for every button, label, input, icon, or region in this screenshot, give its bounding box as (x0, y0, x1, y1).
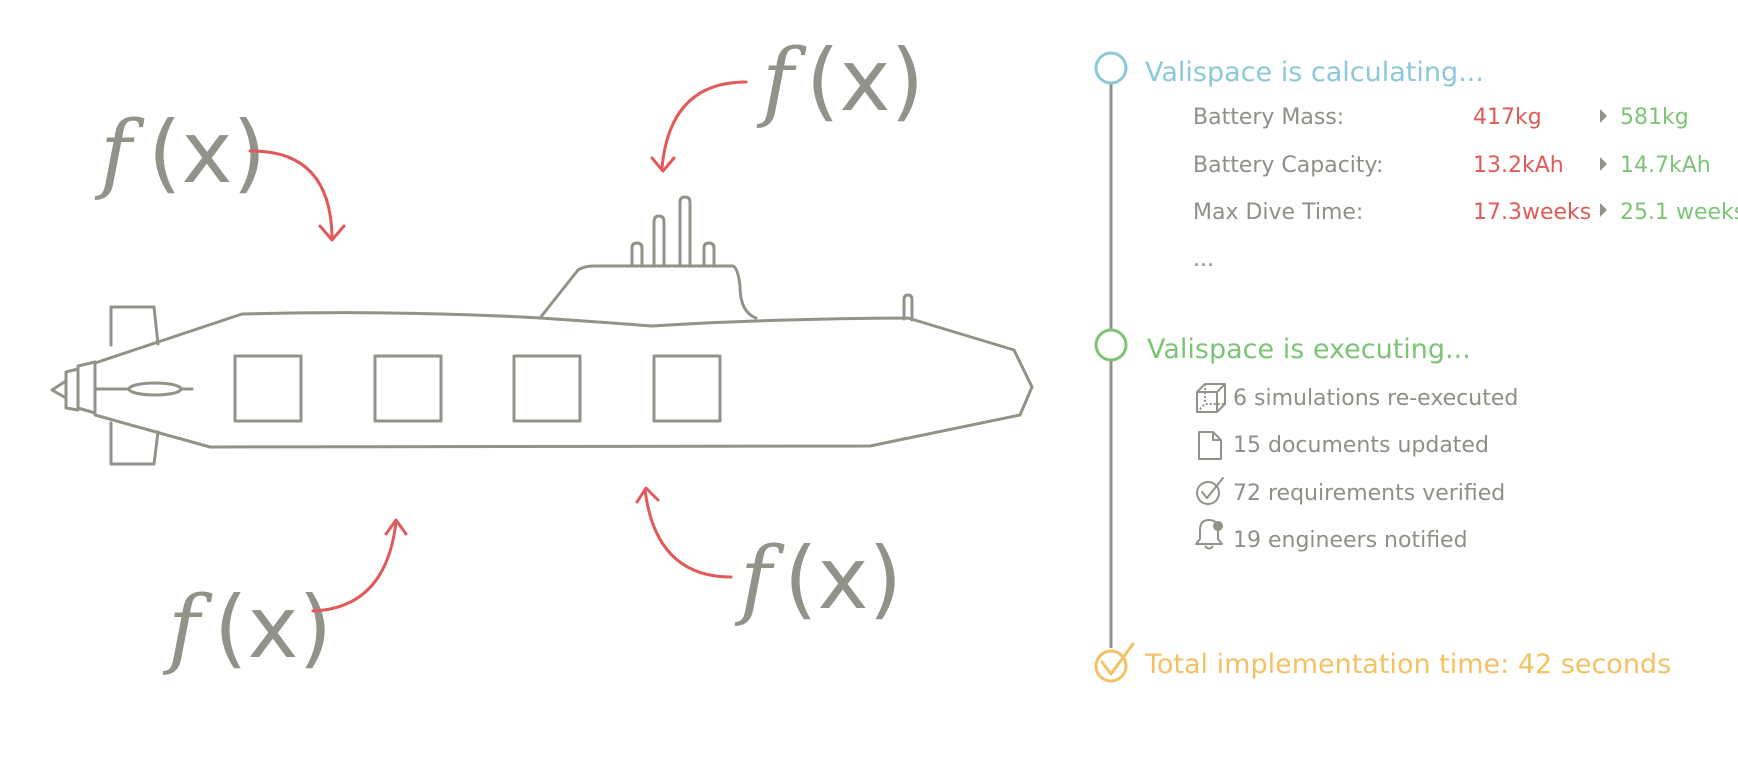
svg-text:f: f (756, 31, 807, 131)
calc-row-old-1: 417kg (1473, 105, 1542, 130)
formula-bottom-right: f (x) (734, 529, 902, 629)
window-3 (512, 354, 582, 423)
formula-top-left: f (x) (94, 103, 266, 203)
calc-row-old-2: 13.2kAh (1473, 153, 1564, 178)
shaft-ellipse (127, 381, 183, 397)
calc-row-new-2: 14.7kAh (1620, 153, 1711, 178)
arrow-bottom-left (311, 518, 408, 613)
action-documents: 15 documents updated (1233, 433, 1489, 458)
svg-text:f: f (734, 529, 785, 629)
timeline-node-executing (1094, 328, 1128, 362)
formula-top-right: f (x) (756, 31, 924, 131)
triangle-right-icon (1600, 109, 1607, 123)
action-requirements: 72 requirements verified (1233, 481, 1505, 506)
bell-icon (1195, 519, 1223, 550)
svg-text:f: f (94, 103, 145, 203)
calc-row-label-3: Max Dive Time: (1193, 200, 1363, 225)
submarine-hull (93, 311, 1034, 449)
window-1 (233, 354, 303, 423)
check-icon (1100, 642, 1135, 676)
arrow-top-right (650, 80, 748, 173)
calc-row-label-1: Battery Mass: (1193, 105, 1344, 130)
timeline-node-total (1094, 649, 1128, 683)
rear-mast (902, 293, 914, 322)
calc-more: ... (1193, 247, 1214, 272)
svg-text:(x): (x) (806, 31, 924, 131)
window-4 (652, 354, 722, 423)
propeller (76, 360, 97, 415)
total-text: Total implementation time: 42 seconds (1144, 649, 1671, 680)
submarine (50, 195, 1034, 466)
check-circle-icon (1196, 477, 1224, 505)
calc-row-old-3: 17.3weeks (1473, 200, 1591, 225)
action-engineers: 19 engineers notified (1233, 528, 1468, 553)
calc-row-new-3: 25.1 weeks (1620, 200, 1738, 225)
conning-tower (538, 264, 758, 320)
calculating-heading: Valispace is calculating... (1145, 57, 1484, 88)
executing-heading: Valispace is executing... (1147, 334, 1471, 365)
calc-row-label-2: Battery Capacity: (1193, 153, 1383, 178)
cube-icon (1196, 383, 1226, 413)
tail-fin-bottom (109, 421, 160, 466)
tail-fin-top (109, 305, 160, 347)
action-simulations: 6 simulations re-executed (1233, 386, 1518, 411)
timeline-node-calculating (1094, 51, 1128, 85)
svg-text:(x): (x) (148, 103, 266, 203)
arrows (248, 80, 748, 613)
svg-text:f: f (162, 578, 213, 678)
document-icon (1198, 431, 1222, 460)
formula-bottom-left: f (x) (162, 578, 332, 678)
periscopes (630, 195, 716, 268)
timeline: Valispace is calculating... Battery Mass… (1094, 51, 1738, 683)
arrow-top-left (248, 149, 346, 242)
calc-row-new-1: 581kg (1620, 105, 1689, 130)
arrow-bottom-right (635, 486, 733, 579)
triangle-right-icon (1600, 157, 1607, 171)
svg-text:(x): (x) (784, 529, 902, 629)
svg-text:(x): (x) (214, 578, 332, 678)
triangle-right-icon (1600, 203, 1607, 217)
window-2 (373, 354, 443, 423)
